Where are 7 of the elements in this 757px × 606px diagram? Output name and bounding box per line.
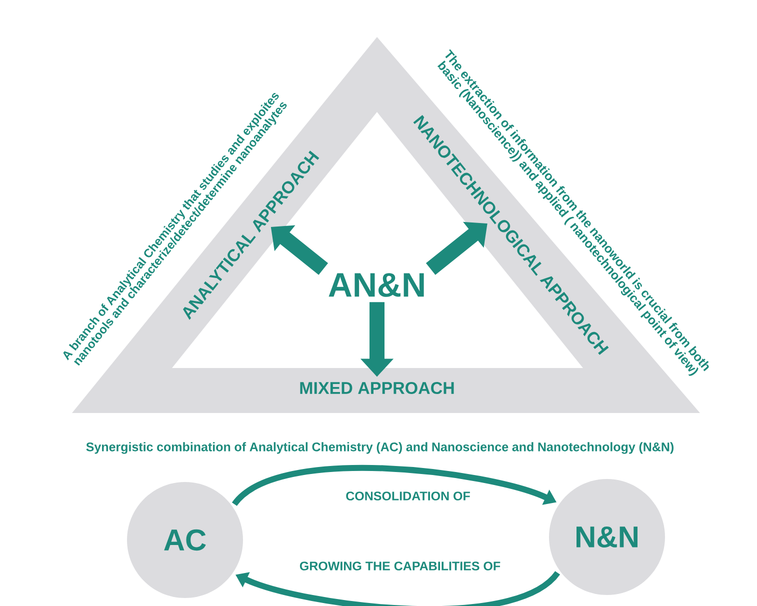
band-label: MIXED APPROACH (300, 382, 454, 394)
circle-node: N&N (549, 479, 665, 595)
edge-label: GROWING THE CAPABILITIES OF (297, 560, 503, 572)
circle-node: AC (127, 482, 243, 598)
block-arrow (426, 222, 488, 275)
description-text: Synergistic combination of Analytical Chemistry (AC) and Nanoscience and Nanotechnology (N&N) (86, 442, 674, 454)
edge-label: CONSOLIDATION OF (344, 490, 472, 502)
